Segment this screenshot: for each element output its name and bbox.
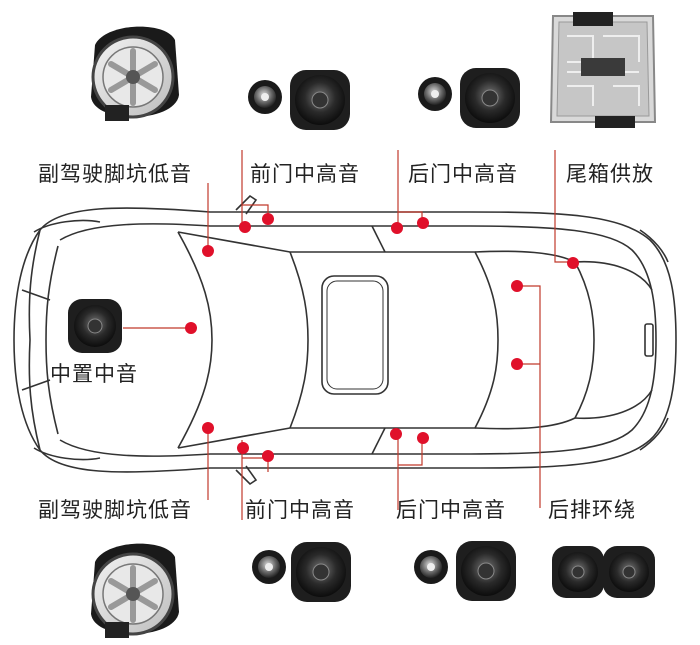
marker-front-door-top-mid [262,213,274,225]
marker-front-door-bottom-tweeter [237,442,249,454]
amplifier-icon [549,12,657,128]
marker-rear-door-top-mid [417,217,429,229]
marker-front-door-bottom-mid [262,450,274,462]
tweeter-icon [414,550,448,584]
marker-trunk-amplifier [567,257,579,269]
midrange-speaker-icon [456,541,516,601]
tweeter-icon [418,77,452,111]
marker-footwell-woofer-top [202,245,214,257]
marker-rear-surround-top [511,280,523,292]
label-passenger-footwell-woofer-top: 副驾驶脚坑低音 [38,162,192,186]
midrange-speaker-icon [291,542,351,602]
tweeter-icon [252,550,286,584]
label-rear-door-mid-high-top: 后门中高音 [408,162,518,186]
tweeter-icon [248,80,282,114]
label-front-door-mid-high-bottom: 前门中高音 [245,498,355,522]
car-outline [13,194,677,486]
marker-center-mid [185,322,197,334]
speaker-markers [185,213,579,462]
marker-rear-door-bottom-mid [417,432,429,444]
midrange-speaker-icon [603,546,655,598]
marker-footwell-woofer-bottom [202,422,214,434]
label-rear-surround: 后排环绕 [548,498,636,522]
marker-front-door-top-tweeter [239,221,251,233]
midrange-speaker-icon [552,546,604,598]
midrange-speaker-icon [68,299,122,353]
marker-rear-surround-bottom [511,358,523,370]
label-passenger-footwell-woofer-bottom: 副驾驶脚坑低音 [38,498,192,522]
midrange-speaker-icon [290,70,350,130]
leader-lines [123,150,572,520]
marker-rear-door-top-tweeter [391,222,403,234]
subwoofer-icon [91,26,179,121]
label-trunk-amplifier: 尾箱供放 [566,162,654,186]
label-center-midrange: 中置中音 [50,362,138,386]
subwoofer-icon [91,543,179,638]
label-front-door-mid-high-top: 前门中高音 [250,162,360,186]
marker-rear-door-bottom-tweeter [390,428,402,440]
midrange-speaker-icon [460,68,520,128]
label-rear-door-mid-high-bottom: 后门中高音 [396,498,506,522]
